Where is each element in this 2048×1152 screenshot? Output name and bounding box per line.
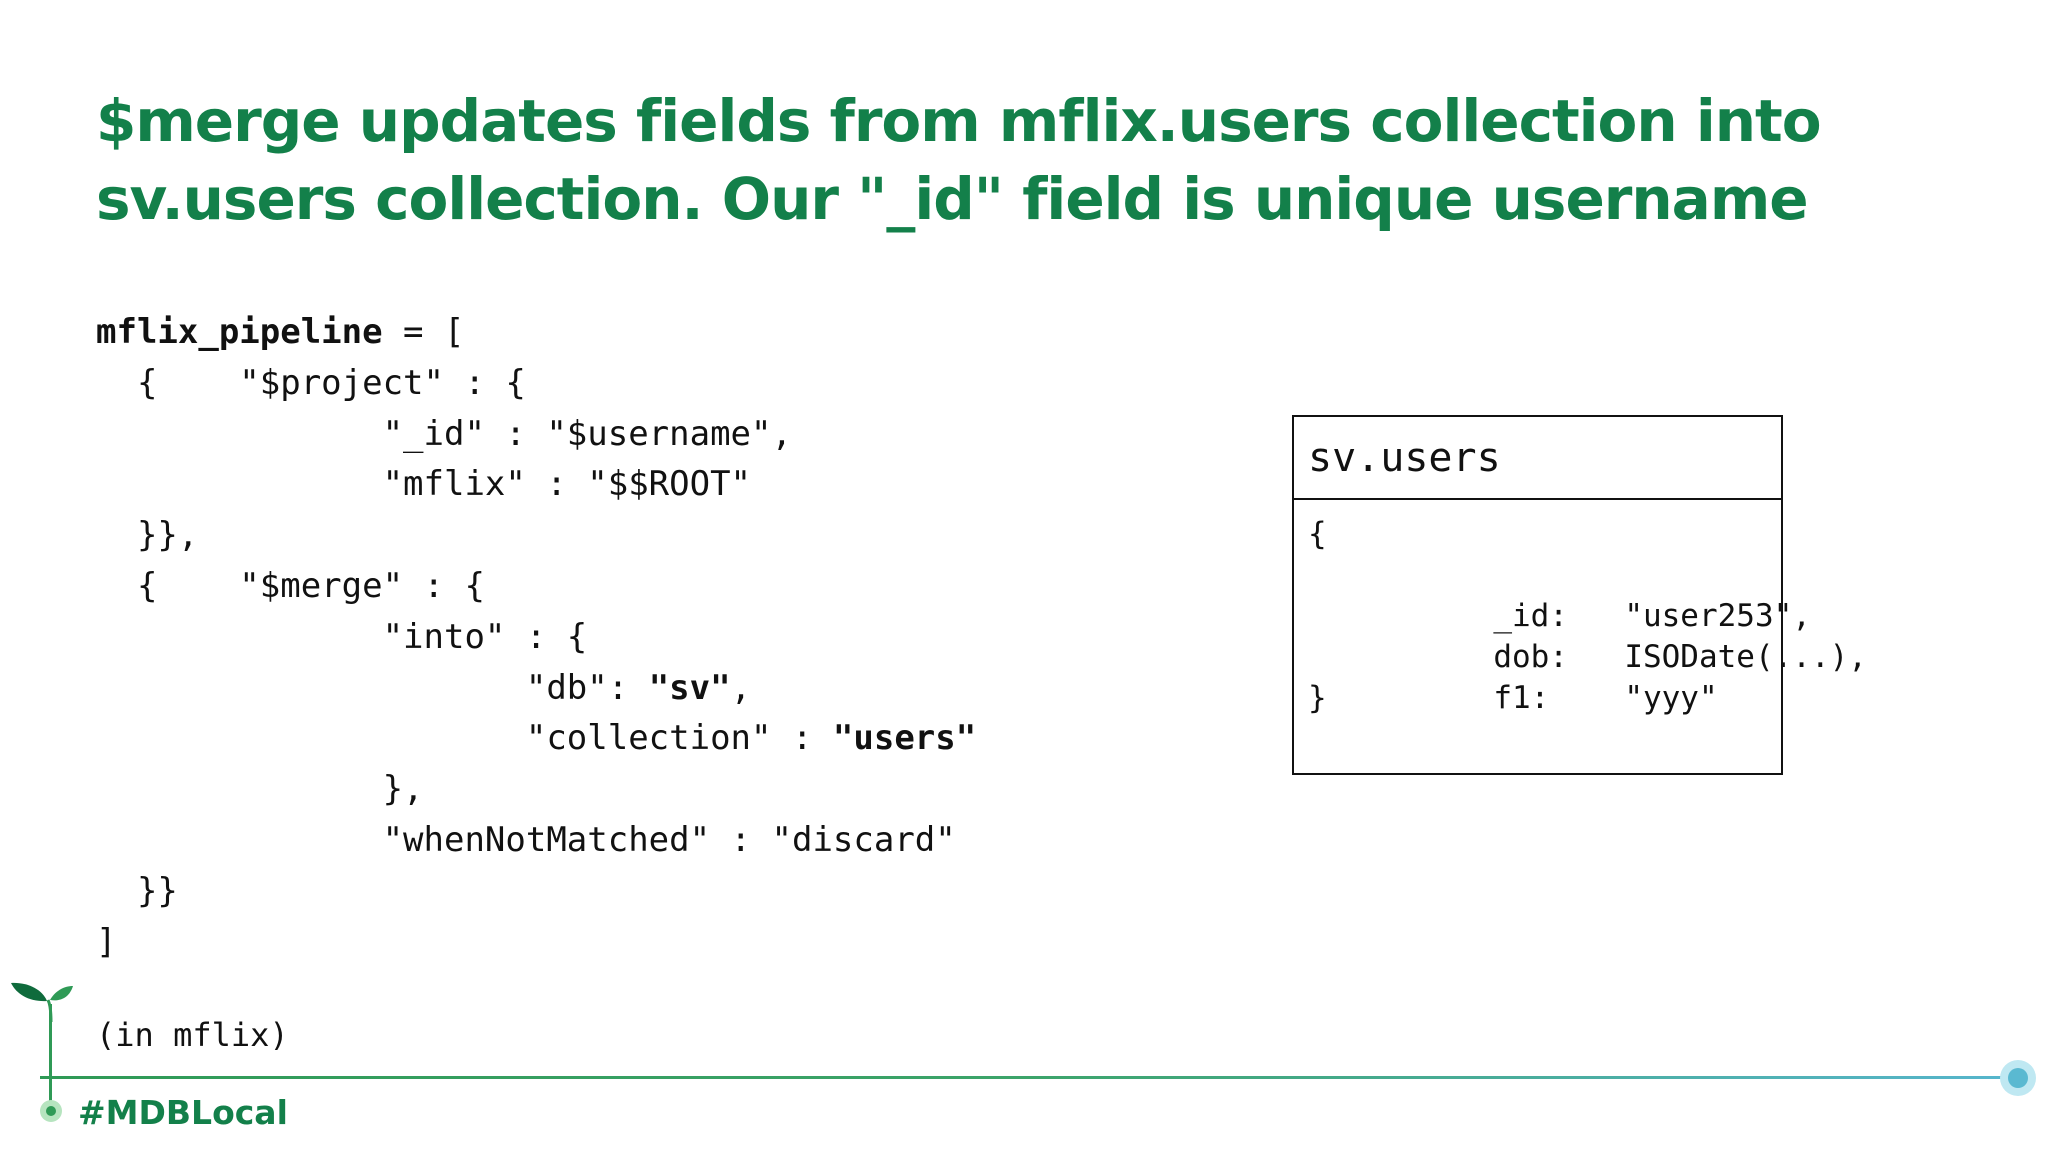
event-hashtag: #MDBLocal <box>78 1093 288 1132</box>
code-token: "collection" : <box>96 718 833 759</box>
document-field-name: f1: <box>1493 680 1550 716</box>
document-field-row: dob: ISODate(...), <box>1308 596 1867 675</box>
sv-users-box-title: sv.users <box>1294 417 1781 500</box>
code-token-bold: "users" <box>832 718 977 759</box>
code-token: "mflix" : "$$ROOT" <box>96 464 752 505</box>
document-field-row: _id: "user253", <box>1308 555 1811 634</box>
code-token: }, <box>96 769 424 810</box>
code-token: = [ <box>382 312 465 352</box>
code-line: { "$project" : { <box>96 358 976 409</box>
code-line: mflix_pipeline = [ <box>96 307 976 358</box>
code-line: "db": "sv", <box>96 663 976 714</box>
document-field-value: "user253", <box>1624 598 1811 634</box>
footer-timeline-line <box>40 1076 2017 1079</box>
sv-users-collection-box: sv.users { _id: "user253", dob: ISODate(..… <box>1292 415 1867 775</box>
code-token: "into" : { <box>96 616 588 657</box>
document-field-name: _id: <box>1493 598 1568 634</box>
slide-title: $merge updates fields from mflix.users c… <box>96 82 1822 238</box>
code-line: }}, <box>96 510 976 561</box>
document-field-row: f1: "yyy" <box>1308 637 1781 716</box>
code-token: }}, <box>96 515 199 556</box>
code-token-bold: mflix_pipeline <box>96 312 383 352</box>
document-close-brace: } <box>1308 680 1327 716</box>
code-line: }} <box>96 866 976 917</box>
document-field-value: "yyy" <box>1624 680 1718 716</box>
code-line: { "$merge" : { <box>96 561 976 612</box>
code-token: , <box>730 667 752 708</box>
code-token: "db": <box>96 667 649 708</box>
code-line: "whenNotMatched" : "discard" <box>96 815 976 866</box>
slide-title-line-2: sv.users collection. Our "_id" field is … <box>96 165 1809 233</box>
code-line: "_id" : "$username", <box>96 409 976 460</box>
code-line: "collection" : "users" <box>96 713 976 764</box>
code-token: "whenNotMatched" : "discard" <box>96 819 956 860</box>
code-token: { "$merge" : { <box>96 565 485 606</box>
code-token: ] <box>96 921 117 962</box>
slide-title-line-1: $merge updates fields from mflix.users c… <box>96 87 1822 155</box>
document-field-value: ISODate(...), <box>1624 639 1867 675</box>
code-line: }, <box>96 764 976 815</box>
sv-users-document: { _id: "user253", dob: ISODate(...), f1: "y… <box>1294 500 1867 719</box>
code-token: { "$project" : { <box>96 362 526 403</box>
code-token-bold: "sv" <box>648 667 731 708</box>
code-line: ] <box>96 917 976 968</box>
document-open-brace: { <box>1308 516 1327 552</box>
footer-end-dot <box>2000 1060 2036 1096</box>
footer-start-dot <box>40 1100 62 1122</box>
code-block: mflix_pipeline = [ { "$project" : { "_id… <box>96 307 976 967</box>
code-line: "into" : { <box>96 612 976 663</box>
code-token: }} <box>96 870 178 911</box>
context-note: (in mflix) <box>96 1016 289 1054</box>
code-line: "mflix" : "$$ROOT" <box>96 459 976 510</box>
document-field-name: dob: <box>1493 639 1568 675</box>
footer-sprout-stem <box>49 1004 52 1112</box>
sprout-leaf-icon <box>11 982 73 1023</box>
code-token: "_id" : "$username", <box>96 413 792 454</box>
